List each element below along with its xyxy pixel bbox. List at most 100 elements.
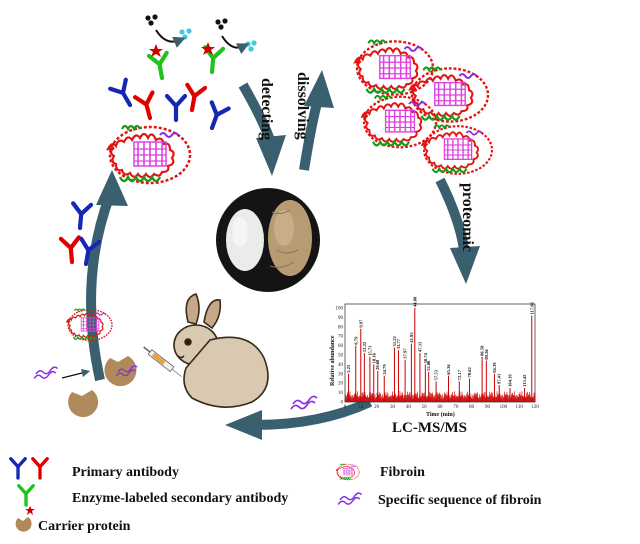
- y-tick-label: 70: [338, 335, 344, 340]
- peak-label: 24.79: [382, 364, 387, 375]
- peak-label: 94.39: [492, 362, 497, 373]
- arrow-left-up: [86, 193, 115, 382]
- primary-antibody-blue-1: [167, 96, 185, 120]
- peak-label: 44.08: [412, 296, 417, 307]
- legend-carrier-label: Carrier protein: [38, 519, 131, 534]
- x-tick-label: 20: [374, 405, 380, 410]
- dissolved-fibroin-cluster: [353, 39, 494, 175]
- peak-label: 86.58: [480, 345, 485, 356]
- x-tick-label: 0: [344, 405, 347, 410]
- x-tick-label: 40: [406, 405, 412, 410]
- x-tick-label: 100: [500, 405, 508, 410]
- y-tick-label: 90: [338, 316, 344, 321]
- peak-label: 31.22: [392, 335, 397, 346]
- legend-fibroin-label: Fibroin: [380, 465, 425, 480]
- peak-label: 18.16: [371, 352, 376, 363]
- y-tick-label: 30: [338, 372, 344, 377]
- spectrum-x-ticks: 0 10 20 30 40 50 60 70 80 90 100 110 120: [344, 405, 540, 410]
- legend-sequence-icon: [337, 492, 363, 506]
- x-tick-label: 70: [453, 405, 459, 410]
- free-sequence: [33, 366, 59, 380]
- peak-label: 89.26: [484, 349, 489, 360]
- rabbit: [173, 293, 269, 408]
- peak-label: 33.77: [396, 338, 401, 349]
- legend-secondary-icon: [17, 484, 35, 515]
- enzyme-star-2: [201, 42, 215, 55]
- primary-antibody-blue-3: [110, 80, 138, 110]
- primary-antibody-red-2: [183, 85, 205, 112]
- x-tick-label: 10: [358, 405, 364, 410]
- peak-label: 15.73: [367, 345, 372, 356]
- antibody-detection-complex: [106, 14, 257, 185]
- x-tick-label: 30: [390, 405, 396, 410]
- carrier-protein-2: [68, 390, 99, 418]
- fibroin-detect: [106, 124, 192, 185]
- spectrum-noise: [344, 391, 536, 403]
- y-tick-label: 0: [341, 401, 344, 406]
- x-tick-label: 80: [469, 405, 475, 410]
- cocoon-photo: [216, 188, 320, 292]
- label-dissolving: dissolving: [294, 72, 311, 140]
- legend-sequence-label: Specific sequence of fibroin: [378, 493, 542, 508]
- peak-label: 78.62: [467, 366, 472, 377]
- spectrum-frame: [344, 303, 536, 403]
- y-tick-label: 50: [338, 354, 344, 359]
- peak-label: 20.68: [375, 359, 380, 370]
- label-detecting: detecting: [258, 78, 275, 140]
- arrow-detecting-down: [238, 82, 275, 142]
- peak-label: 12.22: [362, 341, 367, 352]
- x-tick-label: 60: [438, 405, 444, 410]
- arrow-proteomic-down: [435, 177, 469, 251]
- legend-fibroin-icon: [335, 463, 360, 481]
- substrate-dots-left: [145, 14, 257, 55]
- peak-label: 117.96: [529, 301, 534, 314]
- enzyme-star-1: [149, 44, 163, 57]
- sequence-near-spectrum: [290, 395, 318, 410]
- x-tick-label: 110: [516, 405, 524, 410]
- legend-secondary-label: Enzyme-labeled secondary antibody: [72, 491, 288, 506]
- peak-label: 72.17: [457, 369, 462, 380]
- spectrum-ylabel: Relative abundance: [330, 335, 336, 386]
- y-tick-label: 40: [338, 363, 344, 368]
- peak-label: 37.97: [403, 348, 408, 359]
- primary-antibody-blue-2: [204, 102, 229, 131]
- peak-label: 113.42: [522, 374, 527, 387]
- peak-label: 47.33: [417, 341, 422, 352]
- spectrum-baseline: [344, 391, 536, 403]
- cycle-arrows: [86, 70, 480, 440]
- syringe: [143, 346, 182, 377]
- x-tick-label: 120: [531, 405, 539, 410]
- peak-label: 2.25: [346, 364, 351, 373]
- y-tick-label: 100: [336, 307, 344, 312]
- peak-label: 50.74: [423, 352, 428, 363]
- label-proteomic: proteomic: [459, 183, 476, 252]
- x-tick-label: 50: [422, 405, 428, 410]
- spectrum-xlabel: Time (min): [426, 411, 455, 418]
- legend-primary-label: Primary antibody: [72, 465, 179, 480]
- y-tick-label: 10: [338, 391, 344, 396]
- peak-label: 6.79: [353, 336, 358, 345]
- peak-label: 97.41: [497, 373, 502, 384]
- peak-label: 41.93: [409, 332, 414, 343]
- x-tick-label: 90: [485, 405, 491, 410]
- legend-carrier-icon: [15, 517, 32, 532]
- y-tick-label: 80: [338, 325, 344, 330]
- label-lcms: LC-MS/MS: [392, 420, 467, 436]
- spectrum-chart: Relative abundance Time (min) 0 10 20 30 40 5…: [330, 296, 539, 418]
- peak-label: 52.86: [426, 360, 431, 371]
- y-tick-label: 60: [338, 344, 344, 349]
- legend-primary-icon: [9, 457, 49, 480]
- carrier-protein-1: [104, 356, 137, 387]
- legend: Primary antibody Enzyme-labeled secondar…: [9, 457, 542, 534]
- arrow-bottom-left: [254, 397, 373, 430]
- secondary-antibody-1: [149, 53, 171, 80]
- peak-label: 104.19: [507, 374, 512, 387]
- peak-label: 65.36: [446, 364, 451, 375]
- immunization-scene: [33, 293, 269, 418]
- peak-label: 9.97: [358, 319, 363, 328]
- peak-label: 57.53: [434, 369, 439, 380]
- primary-antibody-red-1: [135, 92, 159, 120]
